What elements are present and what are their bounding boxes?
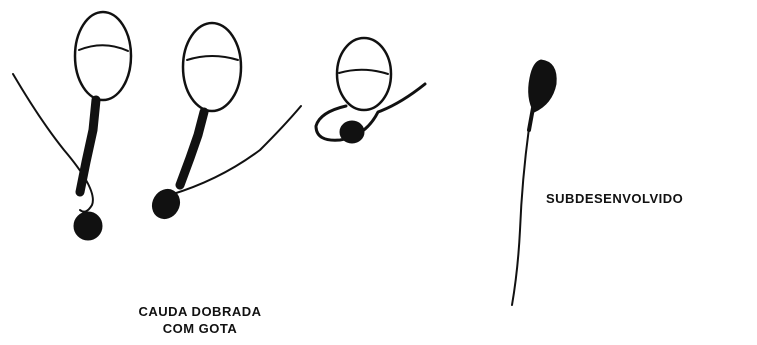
bent-tail-caption-line-1: CAUDA DOBRADA — [100, 303, 300, 320]
tail — [512, 128, 529, 305]
bent-tail-caption-line-2: COM GOTA — [100, 320, 300, 337]
sperm-head — [75, 12, 131, 100]
cytoplasmic-droplet — [74, 212, 102, 240]
cytoplasmic-droplet — [340, 121, 364, 143]
acrosome-line — [79, 45, 128, 51]
cytoplasmic-droplet — [147, 185, 185, 224]
acrosome-line — [187, 56, 238, 60]
sperm-bent-tail-1 — [13, 12, 131, 240]
midpiece — [180, 112, 204, 185]
acrosome-line — [339, 70, 388, 74]
bent-tail-caption: CAUDA DOBRADA COM GOTA — [100, 303, 300, 337]
coiled-tail — [316, 84, 425, 140]
midpiece — [529, 108, 533, 130]
sperm-head — [183, 23, 241, 111]
small-head — [529, 60, 557, 112]
sperm-bent-tail-2 — [147, 23, 301, 223]
sperm-head — [337, 38, 391, 110]
sperm-bent-tail-3 — [316, 38, 425, 143]
underdeveloped-caption: SUBDESENVOLVIDO — [546, 190, 746, 207]
sperm-underdeveloped — [512, 60, 556, 305]
midpiece — [80, 100, 96, 192]
